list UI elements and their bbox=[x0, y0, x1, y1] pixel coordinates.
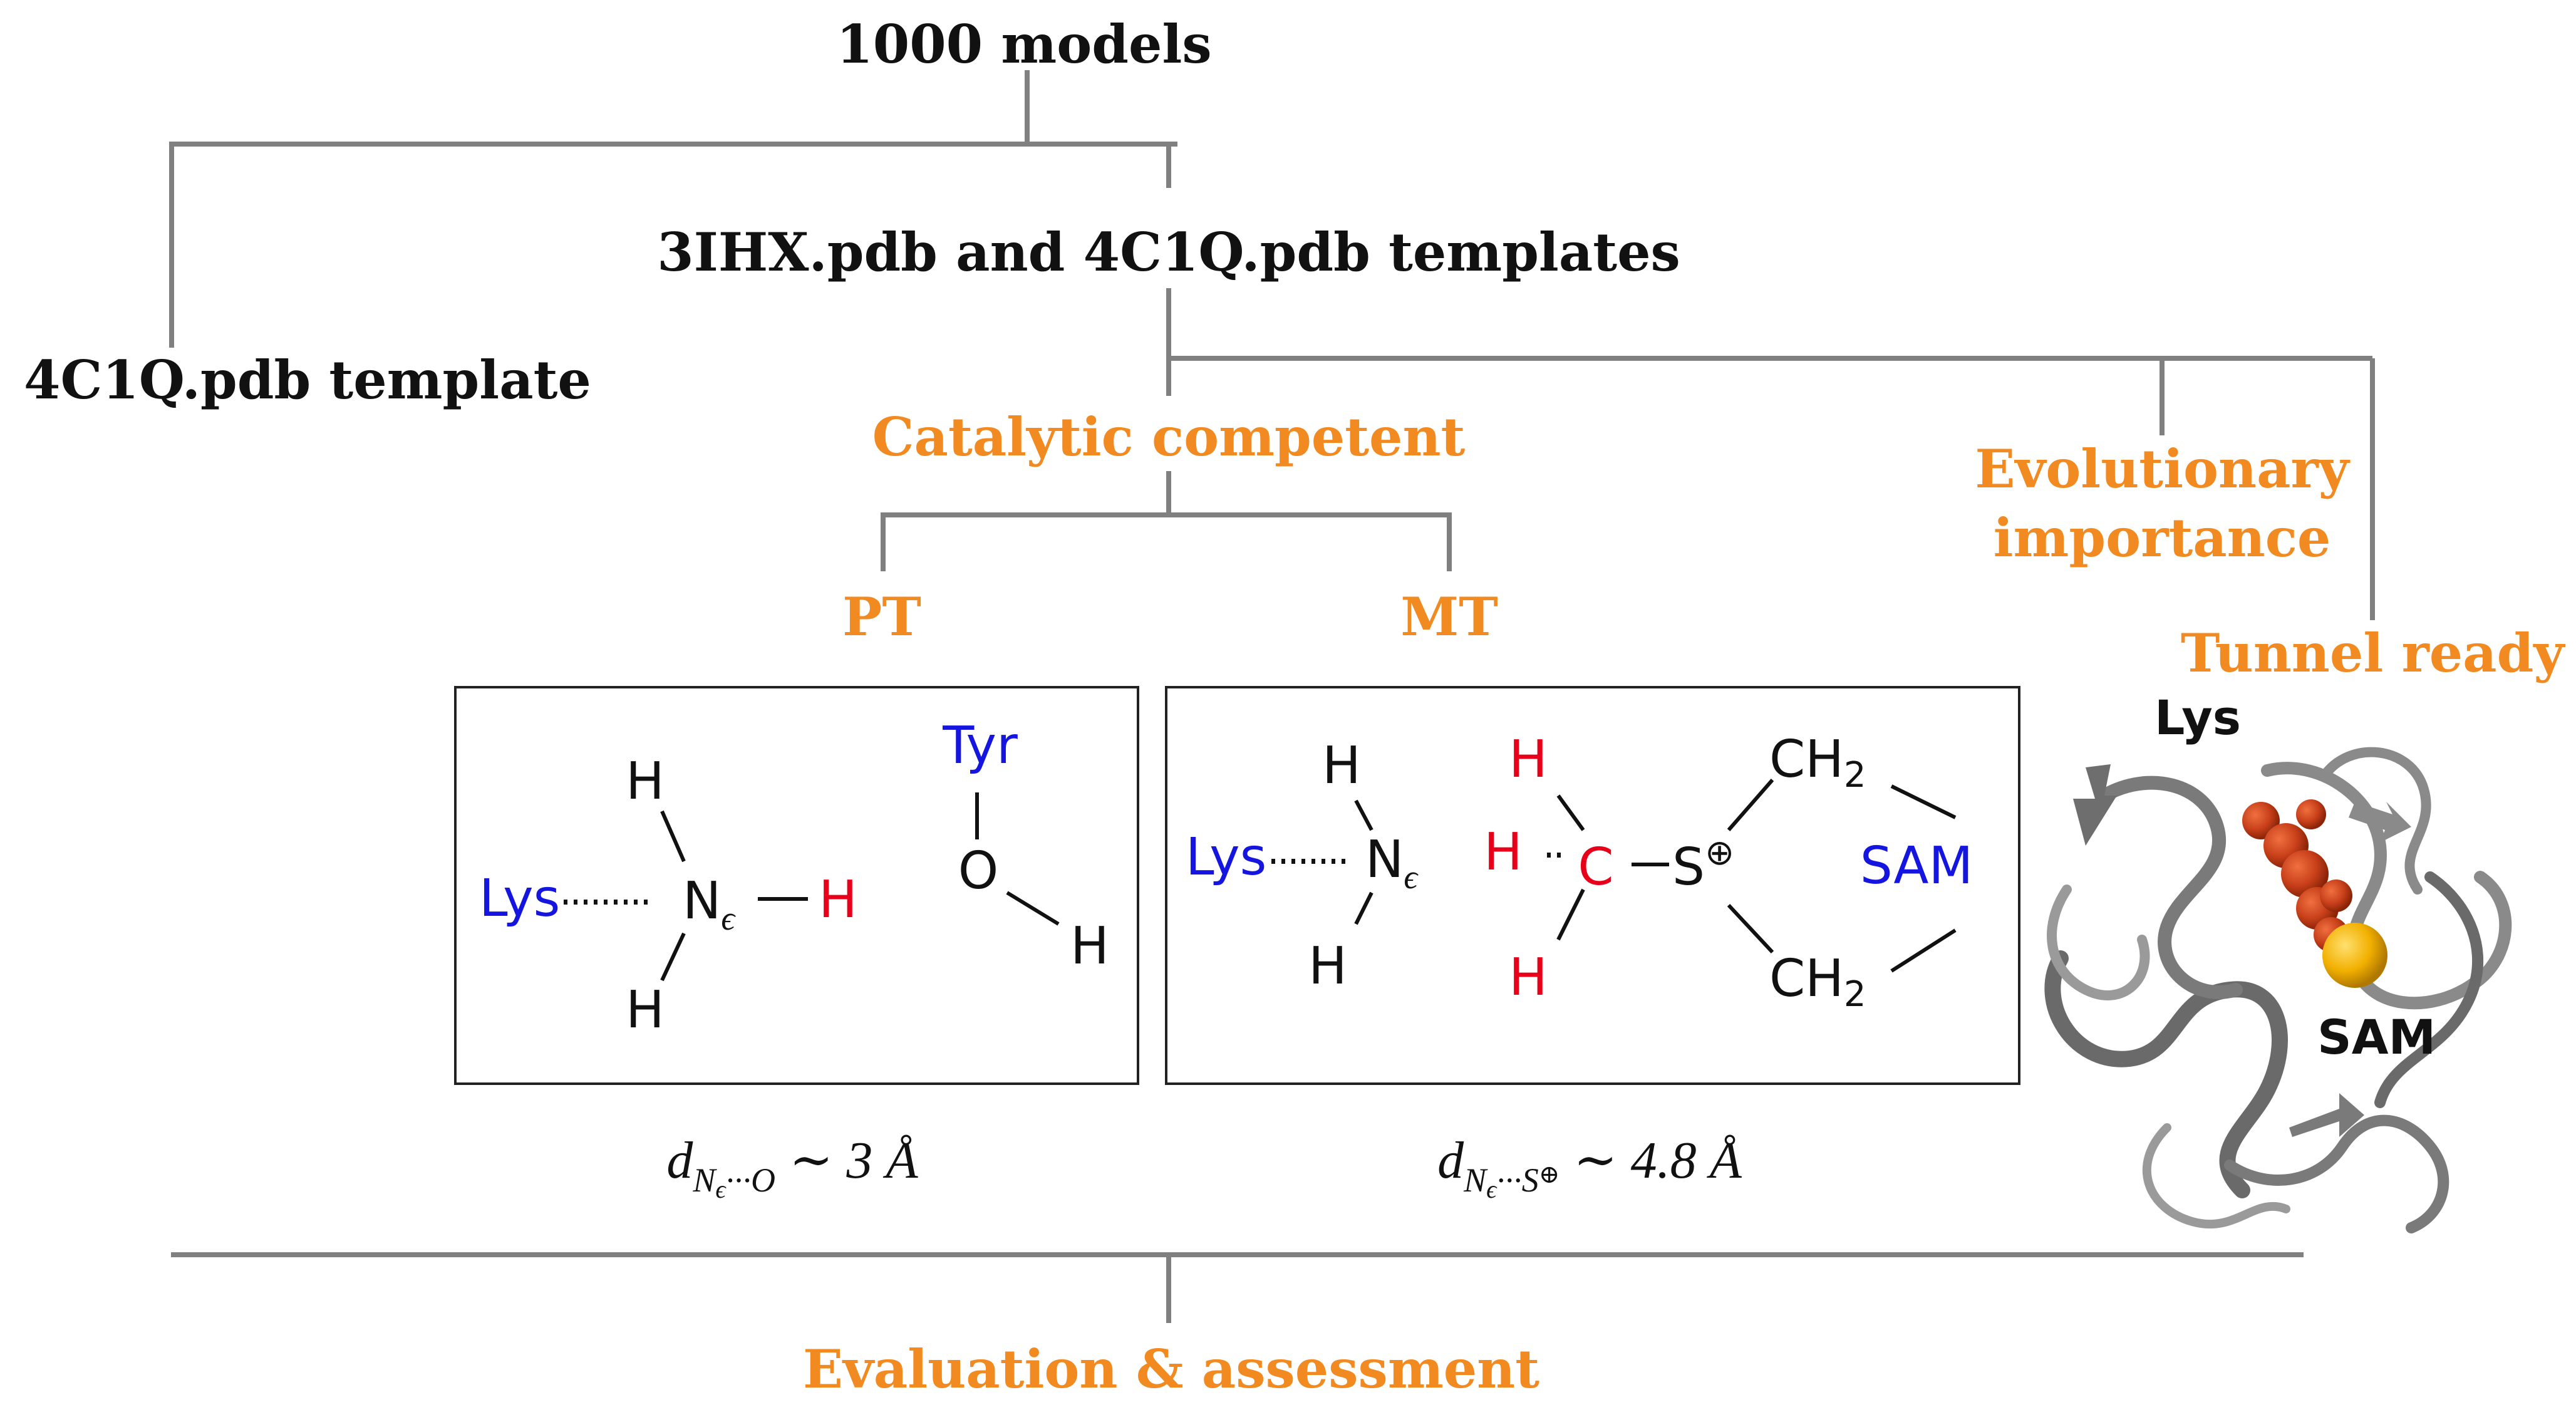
pt-h-bottom: H bbox=[626, 980, 665, 1040]
mt-h-bottom: H bbox=[1308, 937, 1347, 996]
mt-distance: dNϵ···S⊕∼ 4.8 Å bbox=[1437, 1131, 1742, 1203]
pt-h-transfer: H bbox=[819, 870, 857, 930]
catalytic-competent-label: Catalytic competent bbox=[872, 406, 1466, 468]
mt-bond-c-h-top bbox=[1556, 794, 1585, 831]
beta-strand-arrow bbox=[2289, 1093, 2364, 1137]
mt-bond-s-ch2-bottom bbox=[1727, 903, 1774, 954]
mt-h-top: H bbox=[1322, 736, 1361, 796]
mt-box: Lys Nϵ H H C H H H S⊕ CH2 CH2 SAM bbox=[1165, 686, 2020, 1085]
mt-c-h-left: H bbox=[1484, 823, 1523, 882]
pt-tyr: Tyr bbox=[942, 716, 1018, 776]
mt-ch2-bottom: CH2 bbox=[1769, 949, 1866, 1015]
mt-box-frame bbox=[1165, 686, 2020, 1085]
pt-bond-o-h bbox=[1006, 891, 1060, 926]
mt-bond-n-h-top bbox=[1354, 799, 1373, 831]
mt-label: MT bbox=[1400, 586, 1498, 648]
pt-distance: dNϵ···O∼ 3 Å bbox=[666, 1131, 918, 1203]
mt-c-h-top: H bbox=[1509, 730, 1548, 789]
protein-sam-label: SAM bbox=[2317, 1009, 2436, 1065]
mt-bond-s-ch2-top bbox=[1727, 779, 1774, 831]
pt-box: Lys Nϵ H H H Tyr O H bbox=[454, 686, 1139, 1085]
mt-lys: Lys bbox=[1186, 828, 1266, 887]
pt-o: O bbox=[958, 841, 999, 901]
ligand-spheres bbox=[2242, 799, 2387, 988]
pt-lys: Lys bbox=[479, 869, 560, 928]
mt-sam: SAM bbox=[1860, 836, 1973, 896]
mt-bond-ch2-bottom-sam bbox=[1890, 928, 1957, 973]
mt-n: Nϵ bbox=[1365, 830, 1419, 896]
pt-h-top: H bbox=[626, 752, 665, 811]
protein-lys-label: Lys bbox=[2154, 690, 2241, 745]
mt-s: S⊕ bbox=[1672, 833, 1734, 897]
root-label: 1000 models bbox=[836, 13, 1211, 75]
mt-bond-n-h-bottom bbox=[1354, 891, 1373, 925]
right-branch-label: 3IHX.pdb and 4C1Q.pdb templates bbox=[657, 221, 1680, 283]
left-branch-label: 4C1Q.pdb template bbox=[24, 349, 591, 411]
beta-strand-arrow bbox=[2073, 764, 2117, 846]
evolutionary-label-line1: Evolutionary bbox=[1975, 438, 2350, 500]
tree-connectors bbox=[169, 70, 2375, 1323]
mt-bond-ch2-top-sam bbox=[1890, 784, 1957, 819]
tunnel-ready-label: Tunnel ready bbox=[2181, 622, 2565, 684]
pt-label: PT bbox=[842, 586, 921, 648]
protein-cartoon: Lys SAM bbox=[2044, 690, 2512, 1233]
pt-bond-n-h-top bbox=[660, 810, 686, 863]
mt-c-h-bottom: H bbox=[1509, 948, 1548, 1007]
pt-h-o: H bbox=[1070, 916, 1109, 976]
evolutionary-label-line2: importance bbox=[1994, 507, 2331, 569]
pt-box-frame bbox=[454, 686, 1139, 1085]
pt-bond-n-h-bottom bbox=[660, 932, 686, 982]
mt-c: C bbox=[1578, 838, 1613, 897]
pt-n: Nϵ bbox=[683, 871, 736, 937]
mt-bond-c-h-bottom bbox=[1556, 888, 1585, 941]
evaluation-label: Evaluation & assessment bbox=[803, 1338, 1539, 1400]
beta-strand-arrow bbox=[2349, 802, 2411, 843]
mt-ch2-top: CH2 bbox=[1769, 730, 1866, 796]
